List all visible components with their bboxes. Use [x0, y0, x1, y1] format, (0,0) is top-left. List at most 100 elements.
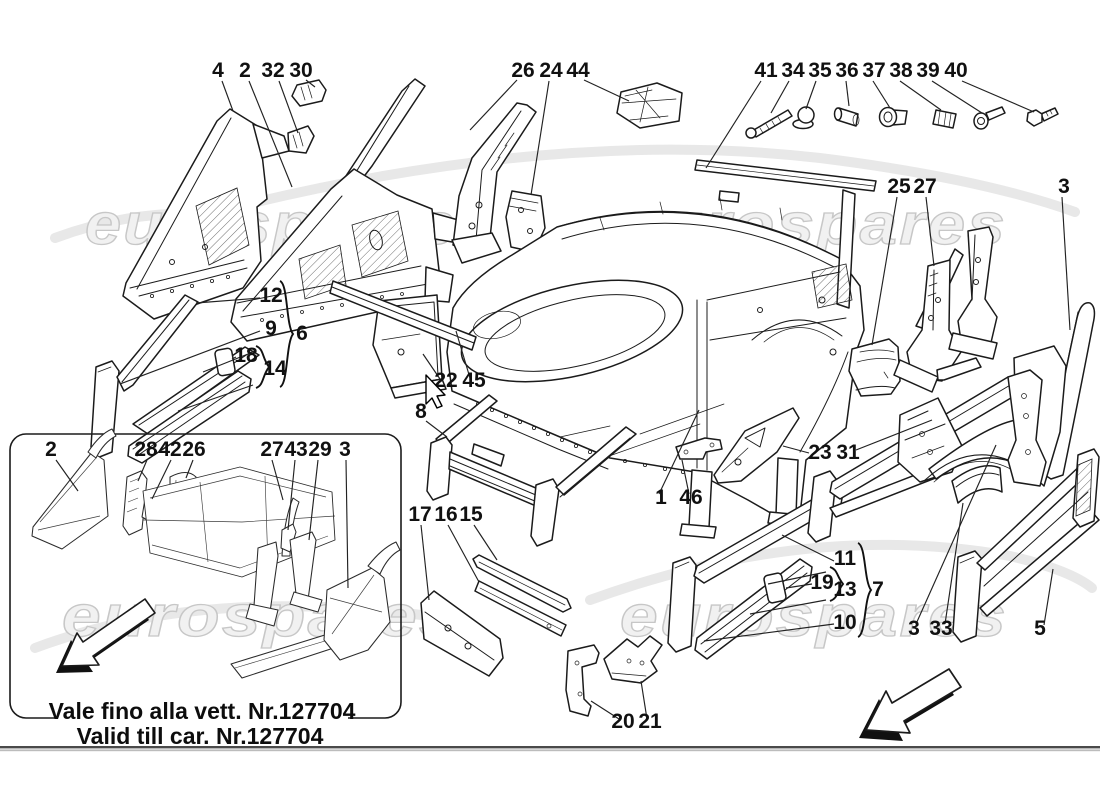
callout-9: 9: [265, 317, 277, 340]
leader-22: [422, 353, 441, 380]
brace-13: [829, 566, 845, 602]
leader-line: [749, 599, 827, 615]
leader-36: [845, 80, 850, 107]
brace-6: [279, 280, 295, 388]
leader-37: [872, 80, 891, 109]
part-small-plate-30: [291, 79, 327, 107]
callout-21: 21: [638, 710, 662, 733]
leader-11: [781, 534, 835, 562]
part-pillar-3-top-right: [948, 226, 1096, 480]
direction-arrow-inset: [56, 598, 156, 673]
part-pillar-26: [451, 102, 537, 264]
leader-32: [278, 80, 299, 134]
part-header-rail-41: [694, 159, 877, 203]
leader-15: [473, 524, 498, 561]
callout-42: 42: [158, 438, 181, 461]
part-spacer-36: [833, 107, 860, 127]
mouse-cursor: [425, 374, 446, 409]
part-frame-5: [952, 448, 1100, 643]
part-rail-group-12-9-14: [90, 294, 260, 464]
leader-line: [767, 571, 827, 585]
leader-18: [231, 356, 237, 360]
leader-45: [455, 330, 471, 379]
leader-3: [915, 444, 997, 625]
callout-37: 37: [862, 59, 885, 82]
leader-16: [447, 524, 480, 583]
callout-34: 34: [781, 59, 805, 82]
leader-3: [1061, 196, 1071, 331]
leader-31: [855, 419, 933, 451]
callout-45: 45: [462, 369, 486, 392]
callout-7: 7: [872, 578, 884, 601]
leader-23: [782, 445, 810, 454]
leader-43: [287, 459, 296, 531]
leader-19: [785, 583, 813, 589]
leader-20: [590, 700, 620, 720]
callout-2: 2: [45, 438, 57, 461]
callout-22: 22: [434, 369, 457, 392]
callout-27: 27: [260, 438, 283, 461]
part-bracket-46: [675, 437, 723, 460]
part-sill-plates-15-16-17: [420, 554, 572, 677]
part-beam-45: [329, 280, 477, 351]
leader-2: [55, 459, 79, 492]
callout-3: 3: [908, 617, 920, 640]
callout-15: 15: [459, 503, 483, 526]
callout-31: 31: [836, 441, 860, 464]
leader-1: [658, 409, 700, 495]
brace-7: [857, 542, 873, 638]
leader-4: [221, 80, 234, 112]
callout-26: 26: [182, 438, 205, 461]
callout-28: 28: [134, 438, 158, 461]
callout-39: 39: [916, 59, 939, 82]
callout-38: 38: [889, 59, 913, 82]
leader-8: [425, 420, 448, 438]
part-side-member-31: [807, 345, 1067, 543]
callout-26: 26: [511, 59, 534, 82]
part-rivet-35: [792, 106, 815, 130]
part-bracket-21: [603, 635, 663, 684]
callout-33: 33: [929, 617, 952, 640]
callout-5: 5: [1034, 617, 1046, 640]
part-pad-44: [616, 82, 683, 129]
leader-30: [305, 79, 316, 88]
callout-11: 11: [834, 547, 857, 570]
caption-backdrop: [56, 700, 348, 722]
leader-10: [703, 623, 835, 642]
part-pillar-27: [893, 248, 964, 393]
callout-13: 13: [833, 578, 856, 601]
leader-17: [420, 524, 430, 601]
part-gusset-plate-23: [713, 407, 800, 484]
part-arch-pad-33: [951, 465, 1003, 504]
brace-14: [255, 345, 271, 389]
callout-14: 14: [263, 357, 287, 380]
callout-1: 1: [655, 486, 667, 509]
callout-30: 30: [289, 59, 312, 82]
leader-24: [530, 80, 550, 196]
callout-46: 46: [679, 486, 702, 509]
callout-6: 6: [296, 322, 308, 345]
callout-3: 3: [1058, 175, 1070, 198]
callout-36: 36: [835, 59, 858, 82]
leader-33: [944, 502, 964, 625]
part-beam-group-11-13-19: [667, 486, 844, 660]
part-hex-bolt-40: [1026, 107, 1059, 127]
inset-diagram: [31, 428, 401, 679]
callout-10: 10: [833, 611, 856, 634]
part-front-frame-left: [122, 108, 290, 320]
car-silhouette-swoosh: [235, 144, 1080, 217]
leader-21: [640, 680, 648, 720]
caption-english: Valid till car. Nr.127704: [77, 723, 324, 749]
leader-5: [1043, 568, 1054, 626]
callout-44: 44: [566, 59, 590, 82]
leader-27: [271, 459, 284, 501]
callout-41: 41: [754, 59, 778, 82]
page-separator: [0, 746, 1100, 752]
leader-40: [961, 80, 1035, 113]
callout-27: 27: [913, 175, 936, 198]
leader-28: [137, 459, 148, 482]
leader-12: [195, 297, 261, 304]
